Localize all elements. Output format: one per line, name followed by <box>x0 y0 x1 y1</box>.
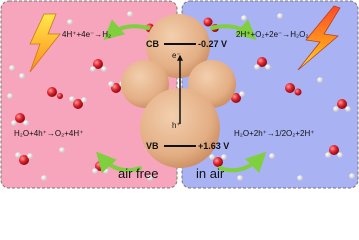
water-molecule-icon <box>15 152 33 165</box>
lightning-bolt-icon <box>29 13 61 73</box>
right-panel <box>181 0 359 189</box>
reaction-arrows <box>95 19 267 174</box>
water-molecule-icon <box>90 59 107 72</box>
left-top-reaction: 4H⁺+4e⁻→H₂ <box>62 30 111 39</box>
cb-potential: -0.27 V <box>198 39 227 49</box>
vb-label: VB <box>146 141 159 151</box>
right-top-reaction: 2H⁺+O₂+2e⁻→H₂O₂ <box>236 30 308 39</box>
lightning-bolt-icon <box>297 5 341 71</box>
water-molecule-icon <box>333 99 351 112</box>
water-molecule-icon <box>11 113 29 126</box>
cb-label: CB <box>146 39 159 49</box>
water-molecule-icon <box>69 96 87 109</box>
vb-potential: +1.63 V <box>198 141 229 151</box>
water-molecule-icon <box>254 57 271 70</box>
electron-label: e⁻ <box>172 51 181 60</box>
water-molecule-icon <box>209 154 227 167</box>
right-environment-label: in air <box>196 166 225 181</box>
right-bottom-reaction: H₂O+2h⁺→1/2O₂+2H⁺ <box>234 129 314 138</box>
hole-label: h⁺ <box>172 121 181 130</box>
water-molecule-icon <box>325 145 343 158</box>
diagram-canvas: CB -0.27 V e⁻ h⁺ VB +1.63 V 4H⁺+4e⁻→H₂ H… <box>0 0 359 189</box>
left-environment-label: air free <box>118 166 158 181</box>
photocatalyst-particle <box>121 14 236 168</box>
left-bottom-reaction: H₂O+4h⁺→O₂+4H⁺ <box>14 129 83 138</box>
